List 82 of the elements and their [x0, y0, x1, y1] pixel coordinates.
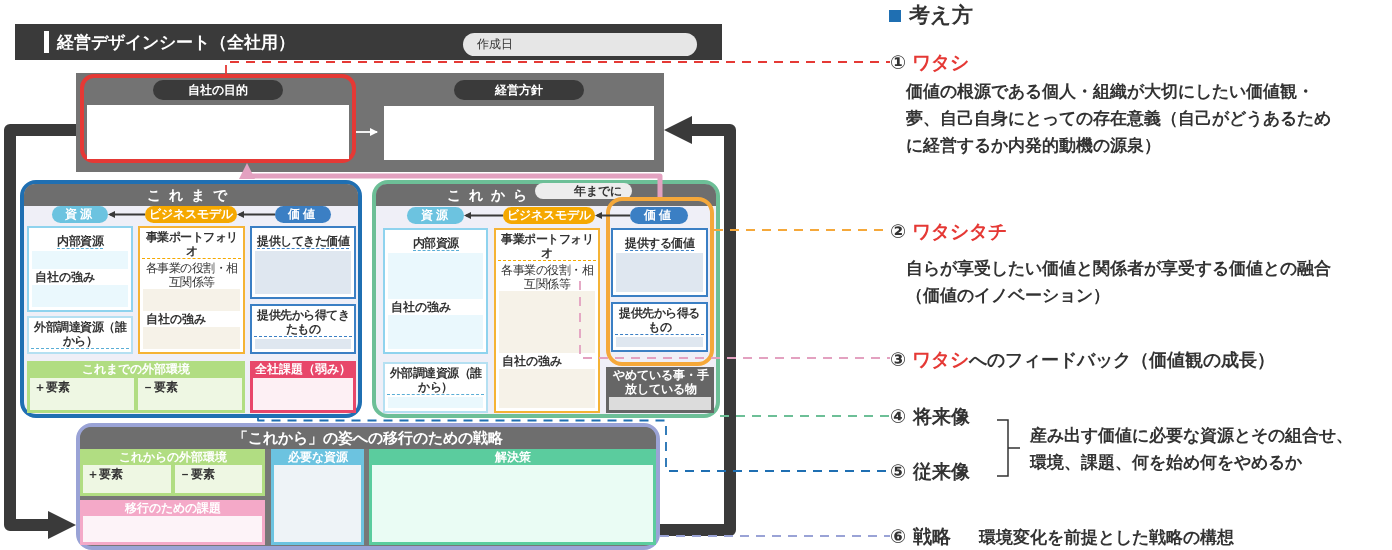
arrow [237, 211, 276, 218]
field-box [383, 228, 488, 354]
leader-line [225, 61, 891, 75]
section-box [27, 361, 245, 413]
leader-line [579, 280, 891, 359]
note-cell: －要素 [174, 465, 262, 493]
field-label: 自社の強み [390, 299, 452, 315]
field-heading: 提供先から得るもの [615, 306, 704, 335]
field-heading: 内部資源 [412, 236, 459, 251]
note-cell: ＋要素 [83, 465, 171, 493]
leader-line [719, 415, 891, 417]
section-box [606, 367, 714, 413]
field-heading: 提供先から得てきたもの [254, 308, 352, 337]
field-box [611, 228, 708, 297]
panel-background [76, 73, 664, 172]
heading-pill: ビジネスモデル [503, 207, 595, 224]
arrow [464, 212, 504, 219]
heading-pill: 資源 [407, 207, 464, 224]
note-cell: ＋要素 [30, 378, 134, 410]
arrow [660, 116, 736, 536]
field-heading: 外部調達資源（誰から） [31, 320, 129, 349]
field-box [383, 362, 488, 413]
field-heading: 外部調達資源（誰から） [387, 366, 484, 395]
field-label: 自社の強み [501, 353, 563, 369]
field-box [138, 226, 245, 354]
callout-label: ⑤ 従来像 [890, 459, 990, 483]
arrow [239, 163, 663, 197]
section-box [80, 449, 265, 496]
field-note: 各事業の役割・相互関係等 [500, 263, 594, 291]
field-box [250, 304, 356, 354]
keyword: ワタシタチ [912, 220, 1008, 242]
field-label: 自社の強み [34, 269, 96, 285]
heading-pill: 資源 [52, 206, 108, 223]
section-header: 「これから」の姿への移行のための戦略 [80, 427, 656, 449]
arrow [355, 128, 378, 136]
sheet-title: 経営デザインシート（全社用） [57, 31, 295, 54]
description: へのフィードバック（価値観の成長） [969, 349, 1276, 370]
field-box [27, 226, 133, 312]
section-box [250, 361, 356, 413]
keyword: ワタシ [912, 348, 970, 370]
field-heading: 提供する価値 [625, 236, 694, 251]
arrow [4, 124, 76, 539]
field-heading: 提供してきた価値 [257, 234, 349, 249]
date-field: 年までに [535, 183, 632, 199]
arrow [595, 212, 631, 219]
heading-pill: ビジネスモデル [145, 206, 237, 223]
callout-number: ① [890, 51, 907, 73]
field-box [250, 226, 356, 299]
field-heading: 事業ポートフォリオ [498, 232, 596, 261]
leader-line [659, 535, 891, 537]
callout-label: ⑥ 戦略 [890, 525, 951, 547]
field-label: 自社の強み [145, 311, 207, 327]
section-panel [76, 423, 660, 550]
section-panel [372, 180, 720, 418]
heading-pill: 経営方針 [454, 80, 584, 100]
heading-pill: 価値 [630, 207, 688, 224]
description: 環境変化を前提とした戦略の構想 [978, 527, 1234, 547]
section-heading: 考え方 [909, 2, 973, 29]
date-field: 作成日 [463, 33, 697, 56]
field-heading: 内部資源 [57, 234, 103, 249]
section-header: これまで [24, 184, 358, 206]
purpose-box [80, 74, 356, 163]
highlight-frame [606, 197, 714, 366]
keyword: ワタシ [912, 51, 970, 73]
section-box [369, 449, 656, 545]
section-box [80, 500, 265, 545]
callout-number: ③ [890, 348, 907, 370]
callout-number: ② [890, 220, 907, 242]
description: 価値の根源である個人・組織が大切にしたい価値観・夢、自己自身にとっての存在意義（自己がどうあるために経営するか内発的動機の源泉） [906, 80, 1332, 157]
field-heading: 事業ポートフォリオ [142, 230, 241, 259]
heading-pill: 価値 [275, 206, 331, 223]
section-panel [20, 180, 362, 418]
description: 自らが享受したい価値と関係者が享受する価値との融合（価値のイノベーション） [906, 257, 1332, 307]
arrow [108, 211, 146, 218]
field-note: 各事業の役割・相互関係等 [144, 261, 239, 289]
field-box [494, 228, 600, 413]
heading-pill: 自社の目的 [153, 80, 283, 100]
section-box [271, 449, 364, 545]
description: 産み出す価値に必要な資源とその組合せ、環境、課題、何を始め何をやめるか [1030, 424, 1354, 474]
callout-label: ④ 将来像 [890, 404, 990, 428]
field-box [611, 302, 708, 352]
note-cell: －要素 [138, 378, 242, 410]
